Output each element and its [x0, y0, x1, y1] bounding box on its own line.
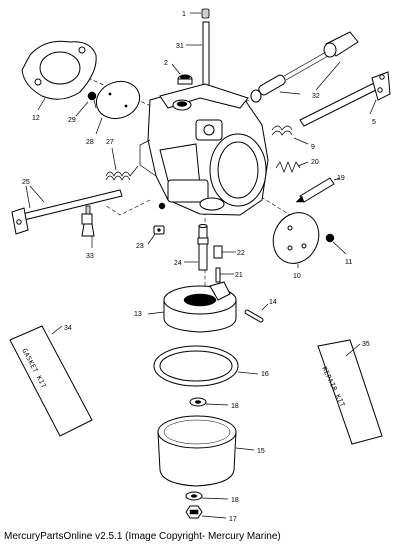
part-35-repair-kit: 35 REPAIR KIT — [317, 339, 383, 445]
callout-11: 11 — [345, 259, 352, 266]
callout-10: 10 — [293, 273, 301, 280]
part-10-throttle-plate: 10 — [272, 212, 320, 280]
callout-19: 19 — [337, 175, 345, 182]
part-32-fuel-fittings: 32 — [250, 31, 359, 103]
part-28-cover-plate: 28 — [86, 80, 141, 146]
callout-5: 5 — [372, 119, 376, 126]
copyright-caption: MercuryPartsOnline v2.5.1 (Image Copyrig… — [4, 531, 281, 542]
callout-24: 24 — [174, 260, 182, 267]
callout-22: 22 — [237, 250, 245, 257]
part-carburetor-body — [139, 83, 269, 216]
callout-20: 20 — [311, 159, 319, 166]
callout-16: 16 — [261, 371, 269, 378]
callout-29: 29 — [68, 117, 76, 124]
part-18-washer-upper: 18 — [189, 397, 239, 410]
part-18-washer-lower: 18 — [185, 491, 239, 504]
callout-14: 14 — [269, 299, 277, 306]
callout-15: 15 — [257, 448, 265, 455]
callout-13: 13 — [134, 311, 142, 318]
part-1-cap: 1 — [182, 8, 210, 19]
callout-18-lower: 18 — [231, 497, 239, 504]
callout-9: 9 — [311, 144, 315, 151]
callout-21: 21 — [235, 272, 243, 279]
part-17-nut: 17 — [185, 505, 237, 523]
callout-12: 12 — [32, 115, 40, 122]
part-2-grommet: 2 — [164, 60, 193, 85]
callout-1: 1 — [182, 11, 186, 18]
callout-27: 27 — [106, 139, 114, 146]
callout-32: 32 — [312, 93, 320, 100]
callout-2: 2 — [164, 60, 168, 67]
callout-18-upper: 18 — [231, 403, 239, 410]
small-washer — [158, 202, 166, 210]
part-12-flange-gasket: 12 — [21, 40, 97, 122]
part-15-float-bowl: 15 — [157, 415, 265, 487]
part-21-pin: 21 — [215, 267, 243, 283]
part-22-idle-jet: 22 — [213, 245, 245, 259]
part-24-nozzle-tube: 24 — [174, 224, 209, 271]
part-29-screw: 29 — [68, 91, 97, 124]
part-34-gasket-kit: 34 GASKET KIT — [9, 325, 93, 437]
callout-31: 31 — [176, 43, 184, 50]
callout-35: 35 — [362, 341, 370, 348]
part-20-coil-spring: 20 — [275, 159, 319, 173]
callout-17: 17 — [229, 516, 237, 523]
part-27-spring: 27 — [105, 139, 139, 181]
part-25-throttle-shaft: 25 — [11, 179, 123, 235]
part-33-elbow-fitting: 33 — [81, 205, 95, 260]
part-23-jet: 23 — [136, 225, 165, 250]
part-16-bowl-gasket: 16 — [153, 345, 269, 387]
part-19-mixture-needle: 19 — [295, 175, 345, 203]
callout-34: 34 — [64, 325, 72, 332]
part-14-float-pin: 14 — [244, 299, 277, 323]
callout-23: 23 — [136, 243, 144, 250]
part-5-throttle-shaft: 5 — [299, 71, 391, 127]
part-11-screw: 11 — [325, 233, 352, 266]
part-13-float: 13 — [134, 281, 237, 333]
callout-33: 33 — [86, 253, 94, 260]
callout-28: 28 — [86, 139, 94, 146]
callout-25: 25 — [22, 179, 30, 186]
part-9-spring-clip: 9 — [271, 125, 315, 151]
